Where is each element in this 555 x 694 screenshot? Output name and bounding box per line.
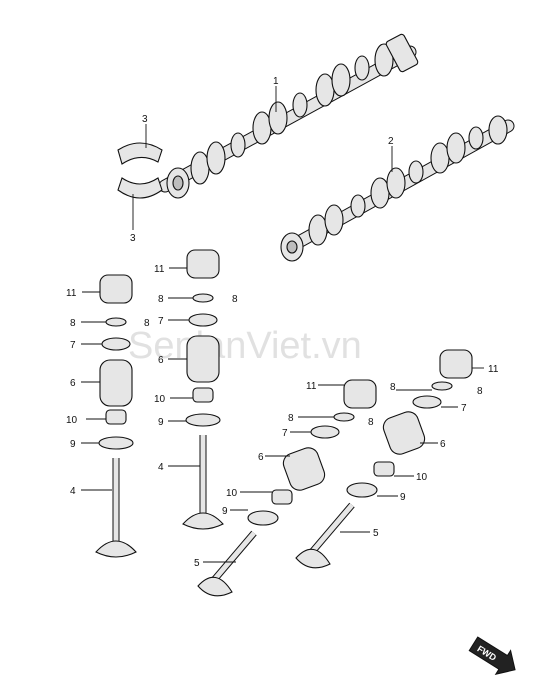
callout-2: 2 [388, 136, 394, 147]
camshaft-exhaust [280, 115, 515, 262]
callout-right-8b: 8 [477, 386, 483, 397]
callout-3-lower: 3 [130, 233, 136, 244]
camshaft-intake [158, 33, 419, 199]
callout-midleft-9: 9 [158, 417, 164, 428]
callout-midright-6: 6 [258, 452, 264, 463]
valve-stack-midleft [182, 249, 224, 530]
callout-midleft-8b: 8 [232, 294, 238, 305]
callout-right-9: 9 [400, 492, 406, 503]
callout-midleft-11: 11 [154, 264, 165, 275]
callout-right-10: 10 [416, 472, 428, 483]
leader-lines [81, 86, 484, 563]
callout-midleft-7: 7 [158, 316, 164, 327]
callout-right-8a: 8 [390, 382, 396, 393]
callout-midright-5: 5 [194, 558, 200, 569]
callout-midright-8b: 8 [368, 417, 374, 428]
valve-stack-left [95, 274, 137, 558]
callout-midright-7: 7 [282, 428, 288, 439]
callout-1: 1 [273, 76, 279, 87]
callout-midright-11: 11 [306, 381, 317, 392]
callout-left-7: 7 [70, 340, 76, 351]
callout-left-8b: 8 [144, 318, 150, 329]
callout-labels: 1 2 3 3 11 8 8 7 6 10 9 4 11 8 8 7 6 10 … [66, 76, 499, 569]
valve-stack-midright [197, 379, 377, 597]
callout-left-11: 11 [66, 288, 77, 299]
callout-3-upper: 3 [142, 114, 148, 125]
bearing-shell-upper [117, 142, 163, 165]
callout-midleft-6: 6 [158, 355, 164, 366]
callout-right-7: 7 [461, 403, 467, 414]
callout-right-5: 5 [373, 528, 379, 539]
callout-midleft-8a: 8 [158, 294, 164, 305]
callout-right-11: 11 [488, 364, 499, 375]
callout-midright-10: 10 [226, 488, 238, 499]
callout-left-4: 4 [70, 486, 76, 497]
fwd-arrow: FWD [468, 636, 516, 675]
valve-stack-right [295, 349, 473, 569]
callout-midright-9: 9 [222, 506, 228, 517]
callout-left-9: 9 [70, 439, 76, 450]
callout-midleft-10: 10 [154, 394, 166, 405]
callout-left-6: 6 [70, 378, 76, 389]
watermark-text: SenlanViet.vn [128, 325, 362, 367]
callout-right-6: 6 [440, 439, 446, 450]
callout-left-10: 10 [66, 415, 78, 426]
callout-left-8a: 8 [70, 318, 76, 329]
callout-midleft-4: 4 [158, 462, 164, 473]
bearing-shell-lower [117, 177, 163, 199]
callout-midright-8a: 8 [288, 413, 294, 424]
